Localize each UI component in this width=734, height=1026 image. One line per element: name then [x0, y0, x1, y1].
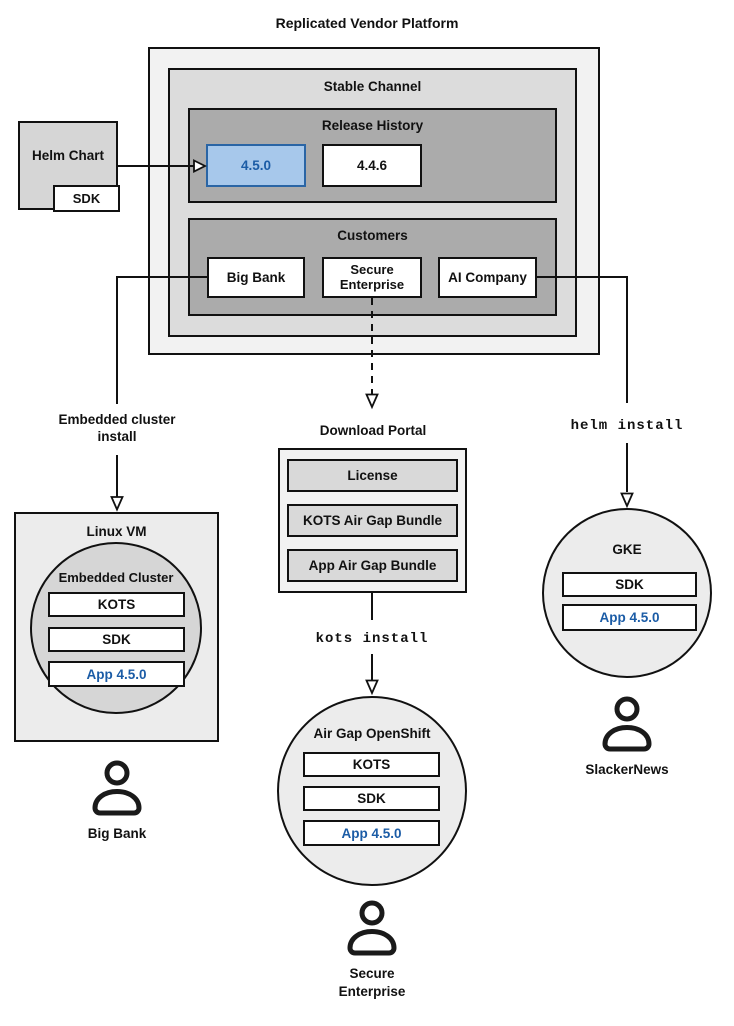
gke-circle: GKE SDK App 4.5.0 — [542, 508, 712, 678]
persona-big-bank: Big Bank — [57, 760, 177, 843]
kots-bar-label: KOTS — [97, 597, 136, 612]
kots-airgap-bundle-box: KOTS Air Gap Bundle — [287, 504, 458, 537]
helm-install-label: helm install — [570, 418, 684, 434]
app-bar: App 4.5.0 — [48, 661, 185, 687]
persona-big-bank-label: Big Bank — [87, 826, 147, 841]
user-icon — [602, 696, 652, 754]
arrowhead-down-icon — [620, 492, 634, 509]
license-box: License — [287, 459, 458, 492]
app-bar: App 4.5.0 — [303, 820, 440, 846]
linux-vm-label: Linux VM — [86, 524, 147, 539]
license-label: License — [347, 468, 398, 483]
sdk-bar: SDK — [48, 627, 185, 652]
stable-channel-box: Stable Channel Release History 4.5.0 4.4… — [168, 68, 577, 337]
release-446-box: 4.4.6 — [322, 144, 422, 187]
kots-bar: KOTS — [303, 752, 440, 777]
user-icon — [347, 900, 397, 958]
customers-box: Customers Big Bank Secure Enterprise AI … — [188, 218, 557, 316]
persona-secure-enterprise: Secure Enterprise — [312, 900, 432, 1000]
app-airgap-bundle-box: App Air Gap Bundle — [287, 549, 458, 582]
airgap-openshift-label: Air Gap OpenShift — [313, 726, 431, 741]
airgap-openshift-circle: Air Gap OpenShift KOTS SDK App 4.5.0 — [277, 696, 467, 886]
release-446-label: 4.4.6 — [356, 158, 388, 173]
customer-ai-company-box: AI Company — [438, 257, 537, 298]
helm-sdk-label: SDK — [72, 191, 101, 206]
helm-chart-box: Helm Chart SDK — [18, 121, 120, 212]
arrowhead-down-icon — [110, 496, 124, 512]
sdk-bar: SDK — [562, 572, 697, 597]
release-450-box: 4.5.0 — [206, 144, 306, 187]
release-450-label: 4.5.0 — [240, 158, 272, 173]
app-bar-label: App 4.5.0 — [599, 610, 660, 625]
embedded-cluster-install-label: Embedded cluster install — [58, 412, 176, 445]
embedded-cluster-label: Embedded Cluster — [58, 570, 174, 585]
customer-secure-enterprise-label: Secure Enterprise — [339, 261, 405, 292]
helm-chart-label: Helm Chart — [31, 148, 104, 163]
kots-airgap-bundle-label: KOTS Air Gap Bundle — [302, 513, 442, 528]
download-portal-label: Download Portal — [319, 423, 427, 438]
persona-secure-enterprise-label: Secure Enterprise — [338, 966, 406, 999]
diagram-title: Replicated Vendor Platform — [275, 15, 459, 31]
app-airgap-bundle-label: App Air Gap Bundle — [308, 558, 437, 573]
arrowhead-down-icon — [365, 393, 379, 410]
customers-label: Customers — [337, 228, 408, 243]
helm-sdk-box: SDK — [53, 185, 120, 212]
app-bar-label: App 4.5.0 — [86, 666, 147, 682]
customer-big-bank-box: Big Bank — [207, 257, 305, 298]
sdk-bar-label: SDK — [615, 577, 644, 592]
release-history-label: Release History — [321, 118, 424, 133]
arrowhead-down-icon — [365, 679, 379, 696]
app-bar: App 4.5.0 — [562, 604, 697, 631]
gke-label: GKE — [612, 542, 642, 557]
kots-install-label: kots install — [315, 631, 429, 647]
linux-vm-box: Linux VM Embedded Cluster KOTS SDK App 4… — [14, 512, 219, 742]
app-bar-label: App 4.5.0 — [341, 825, 402, 841]
sdk-bar-label: SDK — [357, 791, 386, 806]
release-history-box: Release History 4.5.0 4.4.6 — [188, 108, 557, 203]
kots-bar-label: KOTS — [352, 757, 391, 772]
embedded-cluster-circle: Embedded Cluster KOTS SDK App 4.5.0 — [30, 542, 202, 714]
stable-channel-label: Stable Channel — [323, 79, 422, 94]
customer-ai-company-label: AI Company — [448, 270, 527, 285]
persona-slackernews: SlackerNews — [567, 696, 687, 779]
kots-bar: KOTS — [48, 592, 185, 617]
user-icon — [92, 760, 142, 818]
sdk-bar: SDK — [303, 786, 440, 811]
customer-big-bank-label: Big Bank — [226, 270, 286, 285]
persona-slackernews-label: SlackerNews — [585, 762, 669, 777]
customer-secure-enterprise-box: Secure Enterprise — [322, 257, 422, 298]
sdk-bar-label: SDK — [102, 632, 131, 647]
platform-box: Stable Channel Release History 4.5.0 4.4… — [148, 47, 600, 355]
download-portal-box: License KOTS Air Gap Bundle App Air Gap … — [278, 448, 467, 593]
